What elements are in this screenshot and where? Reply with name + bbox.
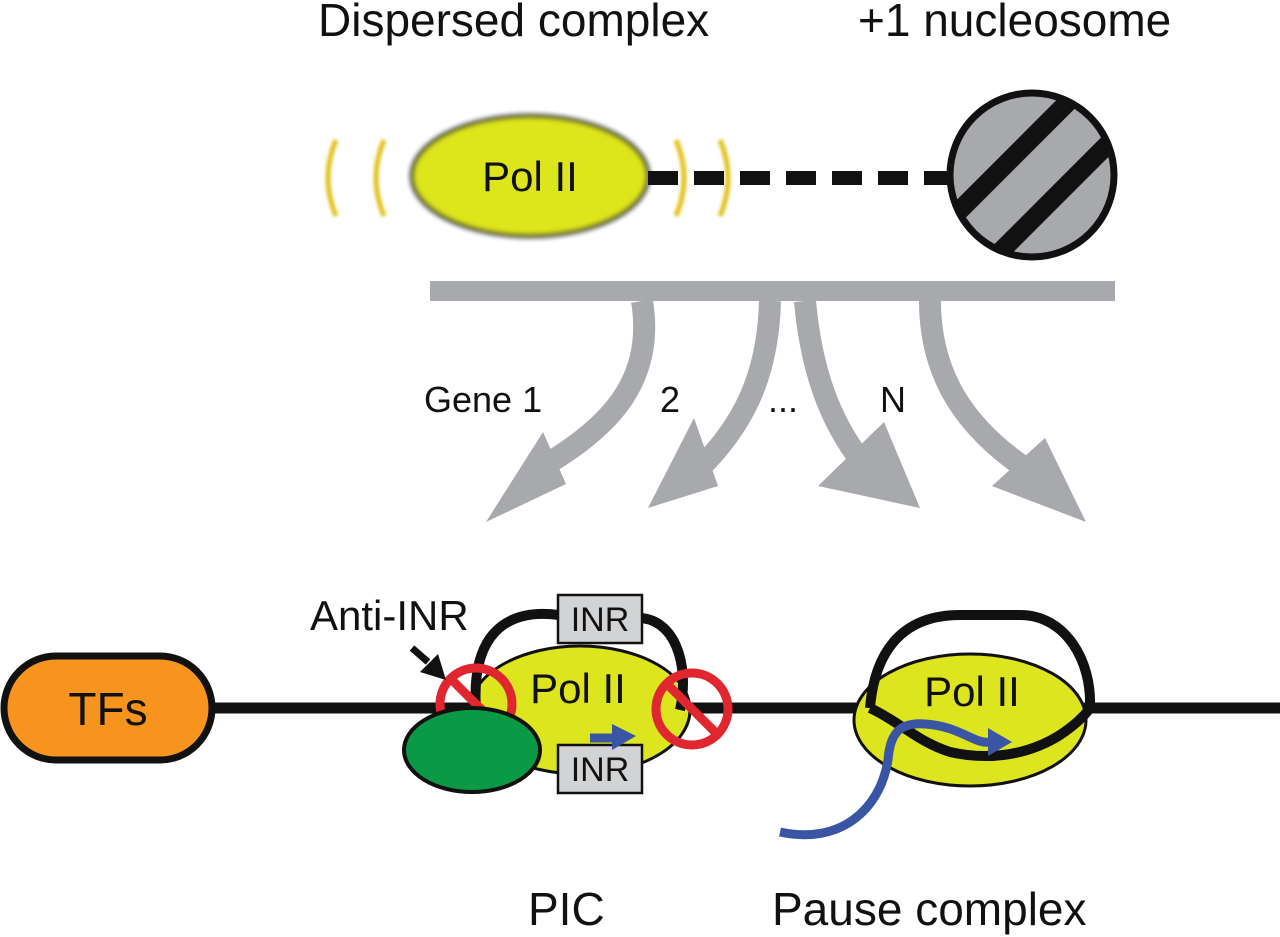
inr-box-top: INR — [556, 593, 644, 645]
arrow-head-gene-1 — [486, 432, 566, 522]
pol2-dispersed-label: Pol II — [482, 153, 578, 200]
arrow-head-gene-3 — [818, 422, 920, 508]
arrow-gene-n — [919, 300, 1035, 480]
arrow-heads — [486, 418, 1086, 522]
arrow-gene-1 — [534, 299, 656, 478]
anti-inr-pointer-head — [420, 654, 446, 680]
blur-arcs-left — [325, 139, 387, 217]
pic-transcript-arrowhead — [612, 724, 636, 750]
gene-n-label: N — [880, 379, 906, 420]
pol2-pause-label: Pol II — [924, 668, 1020, 715]
dispersed-complex-label: Dispersed complex — [318, 0, 709, 46]
nucleosome — [946, 89, 1118, 261]
pause-transcript — [779, 719, 991, 840]
tfs-label: TFs — [68, 683, 147, 735]
gene-bar — [430, 281, 1115, 301]
inr-top-label: INR — [571, 601, 630, 639]
gene-1-label: Gene 1 — [424, 379, 542, 420]
arrow-gene-3 — [794, 300, 877, 477]
pol2-pic-label: Pol II — [530, 665, 626, 712]
pause-dna-bubble — [865, 610, 1096, 709]
pause-dna-lower — [867, 703, 1095, 761]
pause-complex: Pol II — [779, 610, 1096, 840]
ellipsis-label: ... — [768, 379, 798, 420]
no-sign-right — [651, 668, 733, 750]
arrow-gene-2 — [692, 300, 781, 476]
anti-inr-pointer — [409, 645, 431, 665]
blur-arcs-right — [673, 139, 731, 217]
pause-transcript-arrowhead — [988, 728, 1012, 756]
pic-label: PIC — [528, 883, 605, 935]
anti-inr-factor — [402, 706, 542, 794]
arrow-head-gene-n — [992, 438, 1086, 522]
anti-inr-label: Anti-INR — [310, 592, 469, 639]
tfs-pill: TFs — [0, 652, 216, 764]
arrow-head-gene-2 — [648, 418, 718, 508]
plus1-nucleosome-label: +1 nucleosome — [858, 0, 1171, 46]
inr-bottom-label: INR — [571, 751, 630, 789]
inr-box-bottom: INR — [556, 743, 644, 795]
pause-complex-label: Pause complex — [772, 883, 1087, 935]
gene-2-label: 2 — [660, 379, 680, 420]
